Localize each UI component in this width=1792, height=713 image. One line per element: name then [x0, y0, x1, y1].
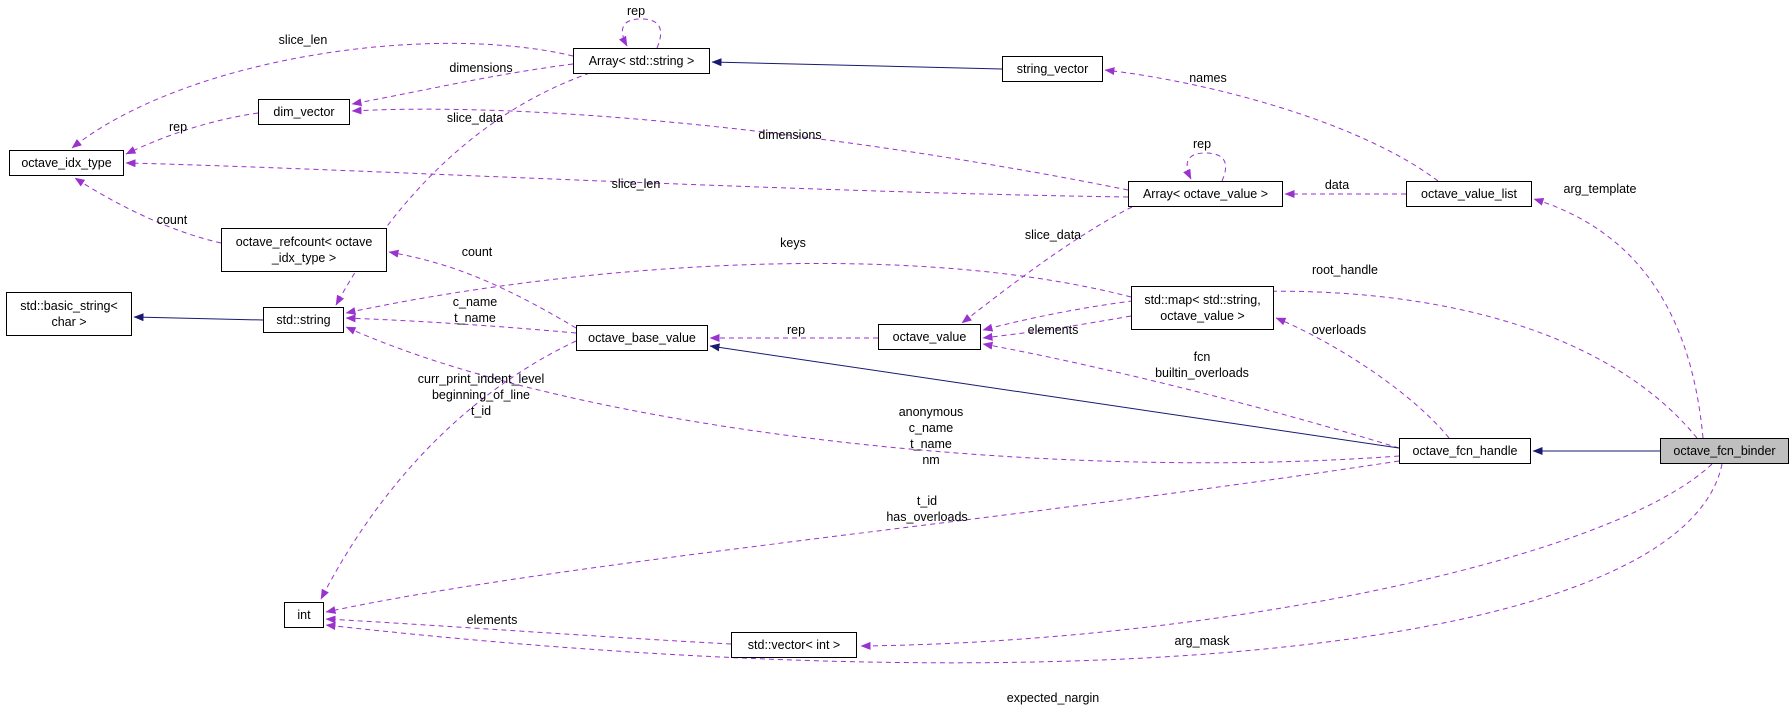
edge-fcn-handle-inherits-base-value — [709, 343, 1400, 449]
node-octave-fcn-handle[interactable]: octave_fcn_handle — [1399, 438, 1531, 464]
edge-handle-t-id-has-overloads — [325, 460, 1400, 614]
node-array-std-string[interactable]: Array< std::string > — [573, 48, 710, 74]
edge-label-slice-data-value: slice_data — [1024, 228, 1082, 242]
edge-label-dimensions-string: dimensions — [449, 61, 513, 75]
node-octave-refcount[interactable]: octave_refcount< octave _idx_type > — [221, 228, 387, 272]
edge-binder-arg-mask — [860, 463, 1713, 650]
node-std-basic-string[interactable]: std::basic_string< char > — [6, 292, 132, 336]
edge-refcount-count — [74, 177, 222, 244]
node-label: octave_value > — [1160, 309, 1245, 323]
edge-label-count-idx: count — [156, 213, 188, 227]
edge-label-data: data — [1324, 178, 1350, 192]
node-label: octave_fcn_handle — [1412, 443, 1518, 458]
edge-array-string-rep-self — [619, 18, 662, 49]
edge-std-string-inherits-basic-string — [133, 313, 264, 322]
edge-handle-overloads — [1275, 317, 1450, 439]
node-octave-idx-type[interactable]: octave_idx_type — [9, 150, 124, 176]
edge-label-handle-strings: anonymous c_name t_name nm — [898, 405, 964, 467]
edge-label-keys: keys — [780, 236, 806, 250]
node-label: octave_value_list — [1421, 186, 1517, 201]
node-label: octave_base_value — [588, 330, 696, 345]
edge-value-list-names — [1104, 67, 1439, 182]
edge-label-rep-dim-vector: rep — [168, 120, 188, 134]
edge-array-string-dimensions — [351, 63, 574, 107]
node-label: octave_value — [892, 329, 967, 344]
node-octave-fcn-binder[interactable]: octave_fcn_binder — [1660, 438, 1789, 464]
edge-map-elements — [982, 315, 1132, 341]
edge-label-slice-len-value: slice_len — [611, 177, 661, 191]
edge-base-value-c-name-t-name — [345, 314, 577, 334]
node-label: octave_refcount< octave — [235, 234, 373, 249]
node-octave-value[interactable]: octave_value — [878, 324, 981, 350]
edge-binder-root-handle — [982, 290, 1698, 439]
edge-label-rep-array-value: rep — [1192, 137, 1212, 151]
node-string-vector[interactable]: string_vector — [1002, 56, 1103, 82]
node-std-string[interactable]: std::string — [263, 307, 344, 333]
edge-label-count-refcount: count — [461, 245, 493, 259]
edge-label-elements-map: elements — [1027, 323, 1079, 337]
edge-vector-elements — [325, 615, 732, 645]
node-std-vector-int[interactable]: std::vector< int > — [731, 632, 857, 658]
edge-label-rep-value: rep — [786, 323, 806, 337]
node-label: string_vector — [1016, 61, 1089, 76]
edge-handle-fcn-builtin-overloads — [982, 341, 1400, 449]
edge-label-arg-mask: arg_mask — [1174, 634, 1230, 648]
edge-label-rep-array-string: rep — [626, 4, 646, 18]
edge-label-arg-template: arg_template — [1563, 182, 1637, 196]
edge-array-value-dimensions — [351, 106, 1129, 191]
edge-label-print-fields: curr_print_indent_level beginning_of_lin… — [417, 372, 545, 418]
edge-array-value-rep-self — [1183, 152, 1227, 182]
node-array-octave-value[interactable]: Array< octave_value > — [1128, 181, 1283, 207]
node-label: Array< std::string > — [588, 53, 695, 68]
edge-label-root-handle: root_handle — [1311, 263, 1379, 277]
edge-base-value-count — [388, 249, 577, 329]
edge-string-vector-inherits-array-string — [711, 58, 1003, 70]
edge-label-overloads: overloads — [1311, 323, 1367, 337]
edge-binder-expected-nargin — [325, 463, 1723, 664]
edge-dim-vector-rep — [125, 112, 259, 155]
node-label: std::string — [276, 312, 331, 327]
edge-label-dimensions-value: dimensions — [758, 128, 822, 142]
edge-label-c-name-t-name: c_name t_name — [452, 295, 498, 325]
edge-label-expected-nargin: expected_nargin — [1006, 691, 1100, 705]
edge-label-slice-data-string: slice_data — [446, 111, 504, 125]
edge-array-string-slice-len — [71, 42, 574, 149]
edge-label-names: names — [1189, 71, 1227, 85]
edge-binder-arg-template — [1533, 198, 1704, 439]
edge-label-fcn-builtin-overloads: fcn builtin_overloads — [1155, 350, 1249, 380]
node-std-map[interactable]: std::map< std::string, octave_value > — [1131, 286, 1274, 330]
edge-array-value-slice-data — [961, 206, 1133, 324]
edge-base-value-print-fields — [320, 340, 577, 600]
node-octave-base-value[interactable]: octave_base_value — [576, 325, 708, 351]
node-label: std::map< std::string, — [1144, 292, 1261, 307]
edge-array-value-slice-len — [125, 159, 1129, 198]
node-label: std::basic_string< — [20, 298, 118, 313]
edge-label-slice-len-string: slice_len — [278, 33, 328, 47]
node-label: octave_fcn_binder — [1673, 443, 1776, 458]
edge-label-t-id-has-overloads: t_id has_overloads — [886, 494, 968, 524]
node-int[interactable]: int — [284, 602, 324, 628]
node-label: _idx_type > — [271, 251, 337, 265]
node-label: char > — [51, 315, 87, 329]
edge-handle-strings — [345, 326, 1400, 464]
node-label: octave_idx_type — [21, 155, 112, 170]
node-dim-vector[interactable]: dim_vector — [258, 99, 350, 125]
node-label: Array< octave_value > — [1142, 186, 1269, 201]
edge-label-elements-vector: elements — [466, 613, 518, 627]
node-label: std::vector< int > — [747, 637, 841, 652]
node-octave-value-list[interactable]: octave_value_list — [1406, 181, 1532, 207]
node-label: int — [297, 607, 311, 622]
node-label: dim_vector — [273, 104, 335, 119]
